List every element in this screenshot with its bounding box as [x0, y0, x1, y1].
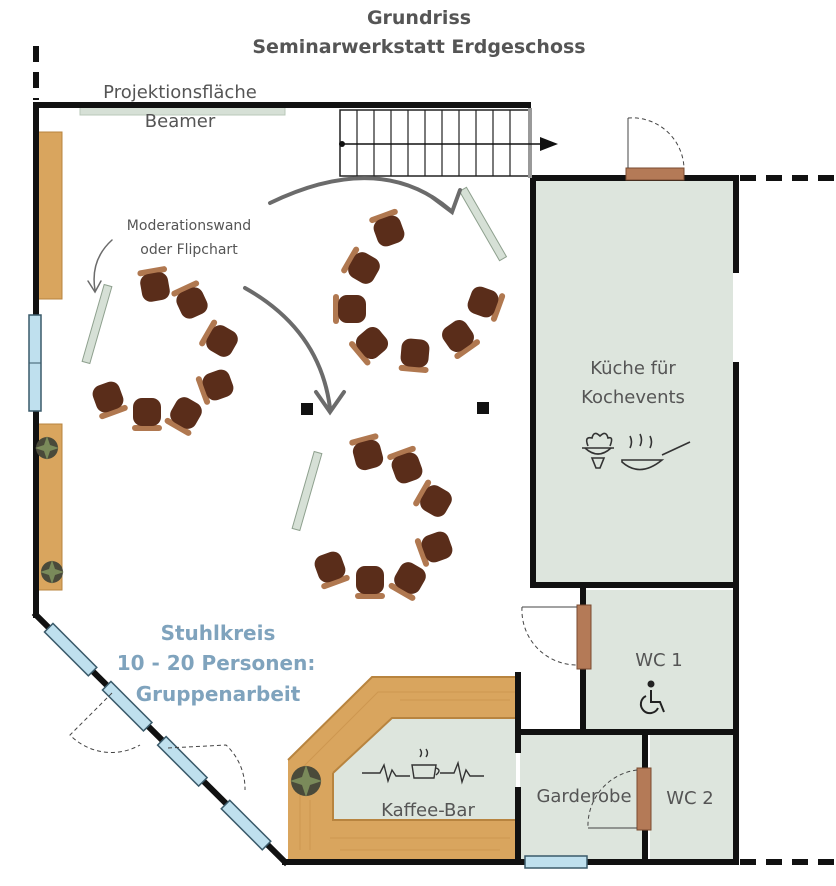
- chair-seat: [352, 439, 384, 471]
- moderation-wall-label-line2: oder Flipchart: [140, 242, 238, 258]
- chair-backrest: [369, 208, 398, 224]
- chair-backrest: [341, 246, 360, 274]
- plant-icon: [35, 436, 322, 797]
- projection-surface-label: Projektionsfläche: [103, 82, 257, 103]
- chair-seat: [206, 325, 238, 357]
- chair-backrest: [321, 574, 350, 590]
- wc2-door: [587, 767, 652, 831]
- chair-seat: [176, 287, 208, 319]
- chair-seat: [140, 272, 170, 302]
- chair-backrest: [99, 404, 128, 420]
- chair-seat: [356, 566, 384, 594]
- chair-backrest: [171, 280, 200, 297]
- coffee-bar-counter: [287, 676, 516, 862]
- chair: [137, 266, 170, 302]
- chair-backrest: [414, 538, 430, 567]
- chair-backrest: [454, 339, 481, 359]
- chair-backrest: [349, 433, 379, 446]
- chair-seat: [400, 338, 430, 368]
- chair: [195, 369, 234, 405]
- kitchen-room: [533, 180, 733, 585]
- chair-circle-label-line2: 10 - 20 Personen:: [117, 651, 316, 675]
- wardrobe-room: [520, 735, 648, 860]
- chair-backrest: [387, 445, 416, 461]
- chair-seat: [202, 369, 234, 401]
- windows: [28, 314, 588, 869]
- chair-backrest: [413, 479, 432, 507]
- pillar-right: [477, 402, 489, 414]
- chair: [171, 280, 208, 319]
- chair-backrest: [349, 341, 371, 366]
- chair-seat: [314, 551, 346, 583]
- chair: [314, 551, 350, 590]
- kitchen-label-line2: Kochevents: [581, 387, 685, 408]
- chair: [349, 326, 389, 366]
- wc2-label: WC 2: [666, 788, 714, 809]
- coffee-heartbeat-icon: [362, 748, 484, 785]
- chair-backrest: [164, 417, 192, 436]
- kitchen-top-door: [625, 117, 685, 181]
- chair-seat: [338, 295, 366, 323]
- wall-cabinet-top: [37, 131, 63, 300]
- chair: [92, 381, 128, 420]
- chair: [164, 397, 202, 436]
- coffee-bar-label: Kaffee-Bar: [381, 800, 475, 821]
- movement-arrows: [87, 176, 462, 416]
- chair: [341, 246, 380, 284]
- kitchen-side-door: [521, 604, 592, 670]
- wheelchair-icon: [639, 680, 665, 715]
- chair-backrest: [199, 319, 218, 347]
- moderation-walls: [81, 186, 508, 532]
- chair-backrest: [355, 593, 385, 599]
- chair-seat: [373, 215, 405, 247]
- chair: [333, 294, 366, 324]
- chair-seat: [420, 485, 452, 517]
- chair: [355, 566, 385, 599]
- chair: [387, 445, 423, 484]
- chair: [398, 338, 430, 373]
- chair-seat: [467, 286, 499, 318]
- chair-seat: [421, 531, 453, 563]
- chair: [388, 562, 426, 601]
- chair-seat: [442, 320, 474, 352]
- chair-seat: [355, 326, 389, 360]
- wc1-room: [585, 590, 733, 730]
- moderation-wall-label-line1: Moderationswand: [127, 218, 251, 234]
- chair-backrest: [195, 376, 211, 405]
- wc2-room: [650, 735, 733, 860]
- chair-backrest: [132, 425, 162, 431]
- chair-seat: [391, 452, 423, 484]
- kitchen-label-line1: Küche für: [590, 358, 676, 379]
- chair: [442, 320, 481, 359]
- chair: [414, 531, 453, 567]
- cooking-pan-icon: [582, 432, 691, 471]
- stairs-icon: [339, 108, 558, 178]
- title-line2: Seminarwerkstatt Erdgeschoss: [252, 36, 585, 58]
- chair-seat: [92, 381, 124, 413]
- chair: [369, 208, 405, 247]
- title-line1: Grundriss: [367, 7, 471, 29]
- chair-circle-label-line1: Stuhlkreis: [161, 621, 276, 645]
- chair-seat: [170, 397, 202, 429]
- chair: [413, 479, 452, 517]
- chairs: [92, 208, 506, 601]
- chair-backrest: [388, 582, 416, 601]
- chair-seat: [394, 562, 426, 594]
- chair-seat: [133, 398, 161, 426]
- chair-backrest: [490, 293, 506, 322]
- chair-backrest: [333, 294, 339, 324]
- wc1-label: WC 1: [635, 650, 683, 671]
- wall-extensions: [33, 46, 836, 865]
- beamer-label: Beamer: [145, 111, 216, 132]
- chair-circle-label-line3: Gruppenarbeit: [136, 682, 301, 706]
- chair: [349, 433, 384, 471]
- chair: [467, 286, 506, 322]
- chair: [132, 398, 162, 431]
- chair: [199, 319, 238, 357]
- chair-seat: [348, 252, 380, 284]
- chair-backrest: [137, 266, 168, 277]
- pillar-left: [301, 403, 313, 415]
- wardrobe-label: Garderobe: [536, 786, 631, 807]
